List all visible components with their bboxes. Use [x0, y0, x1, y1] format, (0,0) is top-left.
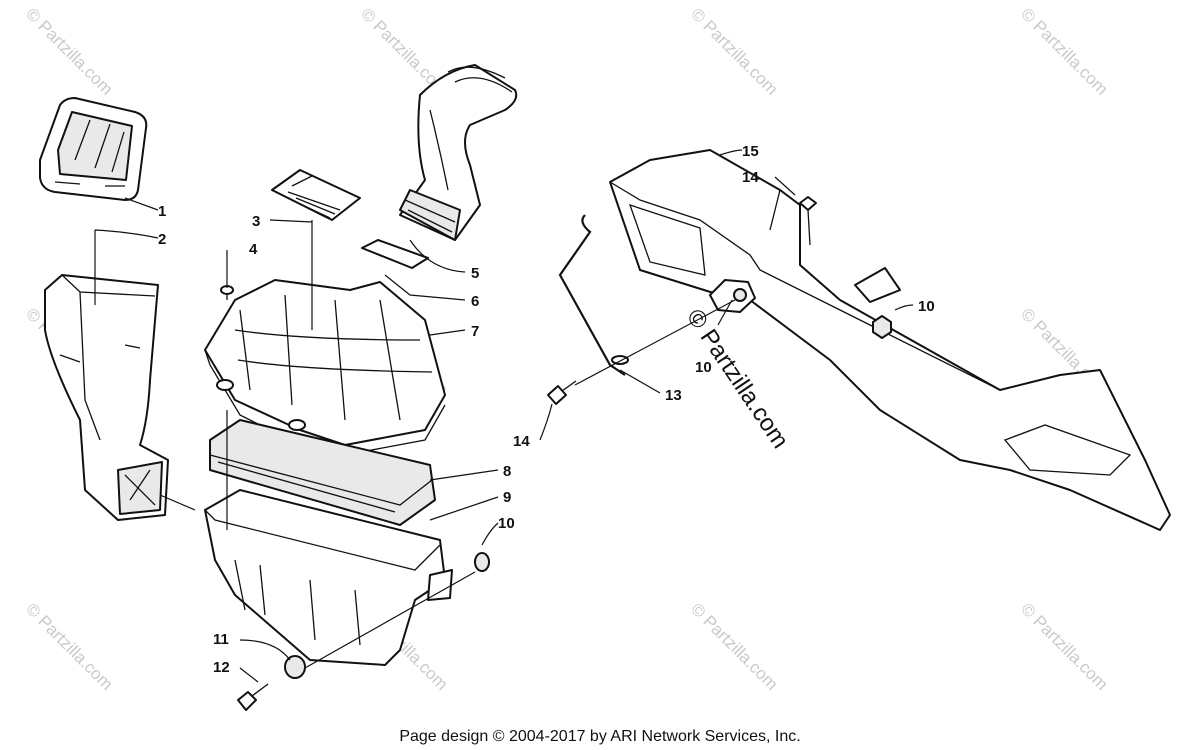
callout-14-top: 14	[742, 169, 759, 186]
callout-14: 14	[513, 433, 530, 450]
watermark: © Partzilla.com	[1017, 4, 1111, 98]
part-8-filter-element	[209, 419, 436, 526]
watermark-layer: © Partzilla.com © Partzilla.com © Partzi…	[22, 4, 1111, 693]
callout-4: 4	[249, 241, 258, 258]
callout-13: 13	[665, 387, 682, 404]
callout-1: 1	[158, 203, 166, 220]
part-6-clamp	[361, 239, 429, 269]
page-footer: Page design © 2004-2017 by ARI Network S…	[399, 728, 800, 745]
part-14-bolt-top	[799, 196, 817, 246]
callout-5: 5	[471, 265, 479, 282]
callout-15: 15	[742, 143, 759, 160]
part-14-bolt	[547, 380, 577, 405]
part-12-bolt	[237, 683, 269, 711]
part-10-nut	[872, 315, 892, 339]
part-9-airbox-base	[204, 489, 453, 666]
part-15-frame-member	[609, 149, 1171, 531]
callout-12: 12	[213, 659, 230, 676]
callout-7: 7	[471, 323, 479, 340]
watermark: © Partzilla.com	[687, 4, 781, 98]
callout-8: 8	[503, 463, 511, 480]
leader-lines	[94, 149, 914, 683]
callout-10-right: 10	[918, 298, 935, 315]
callout-labels: 1 2 3 4 5 6 7 8 9 10 11 12 13 14 15 14 1…	[158, 143, 935, 676]
callout-6: 6	[471, 293, 479, 310]
part-10-grommet	[474, 552, 490, 572]
part-4-screw	[220, 285, 234, 300]
part-13-rod	[558, 214, 629, 376]
part-2-intake-duct	[44, 274, 169, 521]
callout-10-mid: 10	[695, 359, 712, 376]
callout-10: 10	[498, 515, 515, 532]
part-5-intake-hose	[399, 64, 518, 241]
part-3-decal	[271, 169, 361, 221]
callout-11: 11	[213, 631, 229, 648]
watermark-center: © Partzilla.com	[681, 304, 794, 453]
callout-9: 9	[503, 489, 511, 506]
part-1-screen-cap	[39, 97, 148, 201]
watermark: © Partzilla.com	[687, 599, 781, 693]
callout-3: 3	[252, 213, 260, 230]
watermark: © Partzilla.com	[1017, 599, 1111, 693]
watermark: © Partzilla.com	[22, 599, 116, 693]
callout-2: 2	[158, 231, 166, 248]
part-11-grommet	[284, 655, 306, 679]
watermark: © Partzilla.com	[22, 4, 116, 98]
